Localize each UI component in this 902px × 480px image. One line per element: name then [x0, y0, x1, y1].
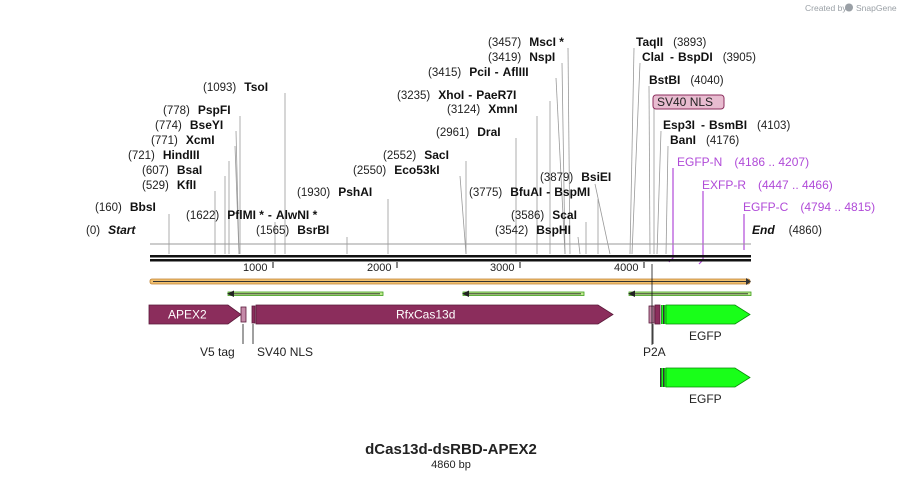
label-v5-tag: V5 tag [200, 345, 235, 359]
site-bsai[interactable]: (607)BsaI [142, 163, 202, 177]
tick-3000: 3000 [490, 262, 514, 274]
primer-egfp-c[interactable]: EGFP-C(4794 .. 4815) [743, 200, 875, 214]
feature-p2a[interactable] [654, 304, 661, 325]
label-egfp: EGFP [689, 329, 722, 343]
map-title: dCas13d-dsRBD-APEX2 [365, 441, 537, 458]
feature-rfxcas13d-label: RfxCas13d [396, 308, 455, 322]
site-pflmi-alwni[interactable]: (1622)PflMI *-AlwNI * [186, 208, 318, 222]
site-xcmi[interactable]: (771)XcmI [151, 133, 215, 147]
site-scai[interactable]: (3586)ScaI [511, 208, 577, 222]
credit-brand: SnapGene [856, 3, 897, 13]
orf-arrow-1 [227, 290, 384, 297]
feature-apex2-label: APEX2 [168, 308, 207, 322]
credit-prefix: Created by [805, 3, 847, 13]
feature-egfp-2[interactable] [660, 367, 751, 388]
site-xhoi-paer7i[interactable]: (3235)XhoI-PaeR7I [397, 88, 516, 102]
end-label: End(4860) [752, 223, 822, 237]
orf-arrows [227, 290, 752, 297]
feature-sv40-nls[interactable] [251, 305, 256, 324]
tick-2000: 2000 [367, 262, 391, 274]
sv40-nls-box-label: SV40 NLS [657, 95, 713, 109]
primer-egfp-n[interactable]: EGFP-N(4186 .. 4207) [677, 155, 809, 169]
site-nspi[interactable]: (3419)NspI [488, 50, 555, 64]
sequence-track [150, 255, 751, 262]
label-p2a: P2A [643, 345, 666, 359]
orf-arrow-2 [462, 290, 585, 297]
site-xmni[interactable]: (3124)XmnI [447, 102, 518, 116]
map-length: 4860 bp [431, 459, 471, 471]
site-bsiei[interactable]: (3879)BsiEI [540, 170, 611, 184]
site-leader-lines [168, 47, 669, 255]
site-kfli[interactable]: (529)KflI [142, 178, 196, 192]
sv40-nls-box[interactable]: SV40 NLS [652, 94, 725, 110]
site-hindiii[interactable]: (721)HindIII [128, 148, 200, 162]
site-esp3i-bsmbi[interactable]: Esp3I-BsmBI(4103) [663, 118, 790, 132]
feature-sv40-nls-2[interactable] [648, 305, 655, 324]
primer-exfp-r[interactable]: EXFP-R(4447 .. 4466) [702, 178, 833, 192]
site-bfuai-bspmi[interactable]: (3775)BfuAI-BspMI [469, 185, 590, 199]
backbone-bar [149, 278, 751, 285]
site-bsphi[interactable]: (3542)BspHI [495, 223, 571, 237]
restriction-sites: (160)BbsI (529)KflI (607)BsaI (721)HindI… [95, 35, 790, 237]
site-msci[interactable]: (3457)MscI * [488, 35, 564, 49]
site-bani[interactable]: BanI(4176) [670, 133, 739, 147]
site-eco53ki[interactable]: (2550)Eco53kI [353, 163, 440, 177]
feature-rfxcas13d[interactable]: RfxCas13d [255, 304, 614, 325]
tick-4000: 4000 [614, 262, 638, 274]
label-egfp-2: EGFP [689, 392, 722, 406]
feature-labels: V5 tag SV40 NLS P2A EGFP EGFP [200, 324, 722, 406]
site-tsoi[interactable]: (1093)TsoI [203, 80, 268, 94]
primers: EGFP-N(4186 .. 4207) EXFP-R(4447 .. 4466… [677, 155, 875, 214]
site-bseyi[interactable]: (774)BseYI [155, 118, 223, 132]
site-pcii-afliii[interactable]: (3415)PciI-AflIII [428, 65, 529, 79]
credit: Created by SnapGene [805, 3, 897, 13]
snapgene-logo-icon [845, 3, 853, 12]
site-drai[interactable]: (2961)DraI [436, 125, 501, 139]
tick-1000: 1000 [243, 262, 267, 274]
start-label: (0)Start [86, 223, 136, 237]
site-pshai[interactable]: (1930)PshAI [297, 185, 372, 199]
site-taqii[interactable]: TaqII(3893) [636, 35, 707, 49]
feature-apex2[interactable]: APEX2 [148, 304, 242, 325]
site-pspfi[interactable]: (778)PspFI [163, 103, 231, 117]
site-bstbi[interactable]: BstBI(4040) [649, 73, 724, 87]
ruler: 1000 2000 3000 4000 [243, 262, 645, 274]
site-clai-bspdi[interactable]: ClaI-BspDI(3905) [642, 50, 756, 64]
orf-arrow-3 [628, 290, 752, 297]
site-bsrbi[interactable]: (1565)BsrBI [256, 223, 329, 237]
label-sv40-nls: SV40 NLS [257, 345, 313, 359]
feature-v5-tag[interactable] [240, 306, 247, 323]
site-bbsi[interactable]: (160)BbsI [95, 200, 156, 214]
site-saci[interactable]: (2552)SacI [383, 148, 449, 162]
features: APEX2 RfxCas13d [148, 304, 751, 388]
feature-egfp[interactable] [661, 304, 751, 325]
